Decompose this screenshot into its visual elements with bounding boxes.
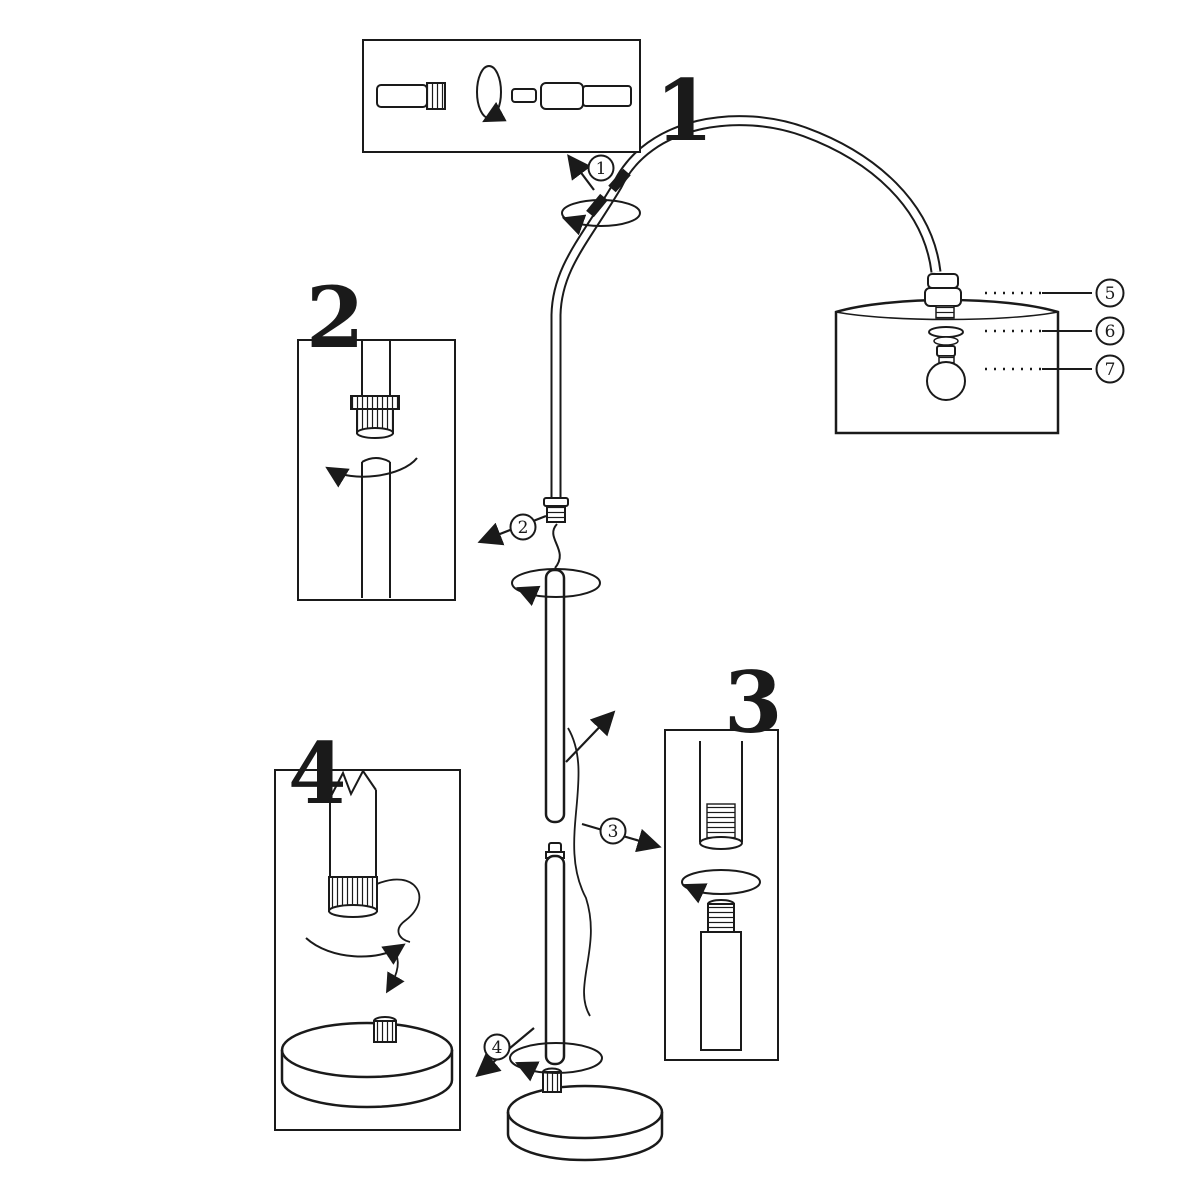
step1-inset — [362, 39, 641, 153]
step1-rotate-arrow — [476, 65, 507, 123]
callout-3-number: 3 — [608, 822, 619, 842]
step-1-number: 1 — [655, 61, 713, 160]
step1-detail-coupler — [511, 82, 632, 110]
step3-detail-upper-tube — [699, 741, 743, 850]
socket-ring — [928, 326, 964, 357]
callout-7-number: 7 — [1105, 360, 1116, 380]
lower-pole-section — [544, 842, 566, 1066]
callout-2-circle — [509, 513, 537, 541]
callout-2-number: 2 — [518, 518, 529, 538]
arc-tube — [550, 115, 942, 500]
step1-arrow — [567, 154, 595, 191]
step-3-number: 3 — [724, 653, 782, 752]
pole-connector — [543, 497, 569, 569]
step2-inset — [297, 339, 456, 601]
step-2-number: 2 — [306, 268, 364, 367]
callout-5-circle — [1095, 278, 1125, 308]
callout-1-number: 1 — [596, 159, 607, 179]
callout-3-circle — [599, 817, 627, 845]
shade-cap — [924, 273, 962, 319]
callout-7-circle — [1095, 354, 1125, 384]
step3-inset — [664, 729, 779, 1061]
step2-detail-upper-tube — [350, 341, 400, 439]
main-lamp — [506, 115, 1092, 1162]
step-4-number: 4 — [288, 724, 346, 823]
callout-1-circle — [587, 154, 615, 182]
callout-6-circle — [1095, 316, 1125, 346]
step-markers: 1 2 3 4 5 6 7 — [475, 154, 1125, 1078]
power-cord — [567, 727, 592, 1017]
callout-5-number: 5 — [1105, 284, 1116, 304]
step2-inset-box — [297, 339, 456, 601]
step4-inset — [274, 769, 461, 1131]
rotate-arrow-joint — [561, 199, 641, 236]
insert-arrow — [565, 710, 616, 763]
upper-pole-section — [511, 568, 601, 824]
callout-6-number: 6 — [1105, 322, 1116, 342]
lamp-base — [506, 1042, 664, 1162]
step3-rotate-arrow — [681, 869, 761, 904]
step2-detail-lower-tube — [361, 457, 391, 598]
step4-detail-base — [280, 1016, 454, 1109]
step4-rotate-arrow — [305, 937, 406, 994]
step1-detail-tube-left — [376, 82, 446, 110]
step3-detail-lower-tube — [700, 899, 742, 1051]
callout-4-number: 4 — [492, 1038, 503, 1058]
callout-leaders — [985, 291, 1092, 371]
light-bulb — [926, 355, 966, 401]
callout-4-circle — [483, 1033, 511, 1061]
step2-rotate-arrow — [325, 457, 418, 488]
step4-detail-pole — [328, 769, 421, 943]
